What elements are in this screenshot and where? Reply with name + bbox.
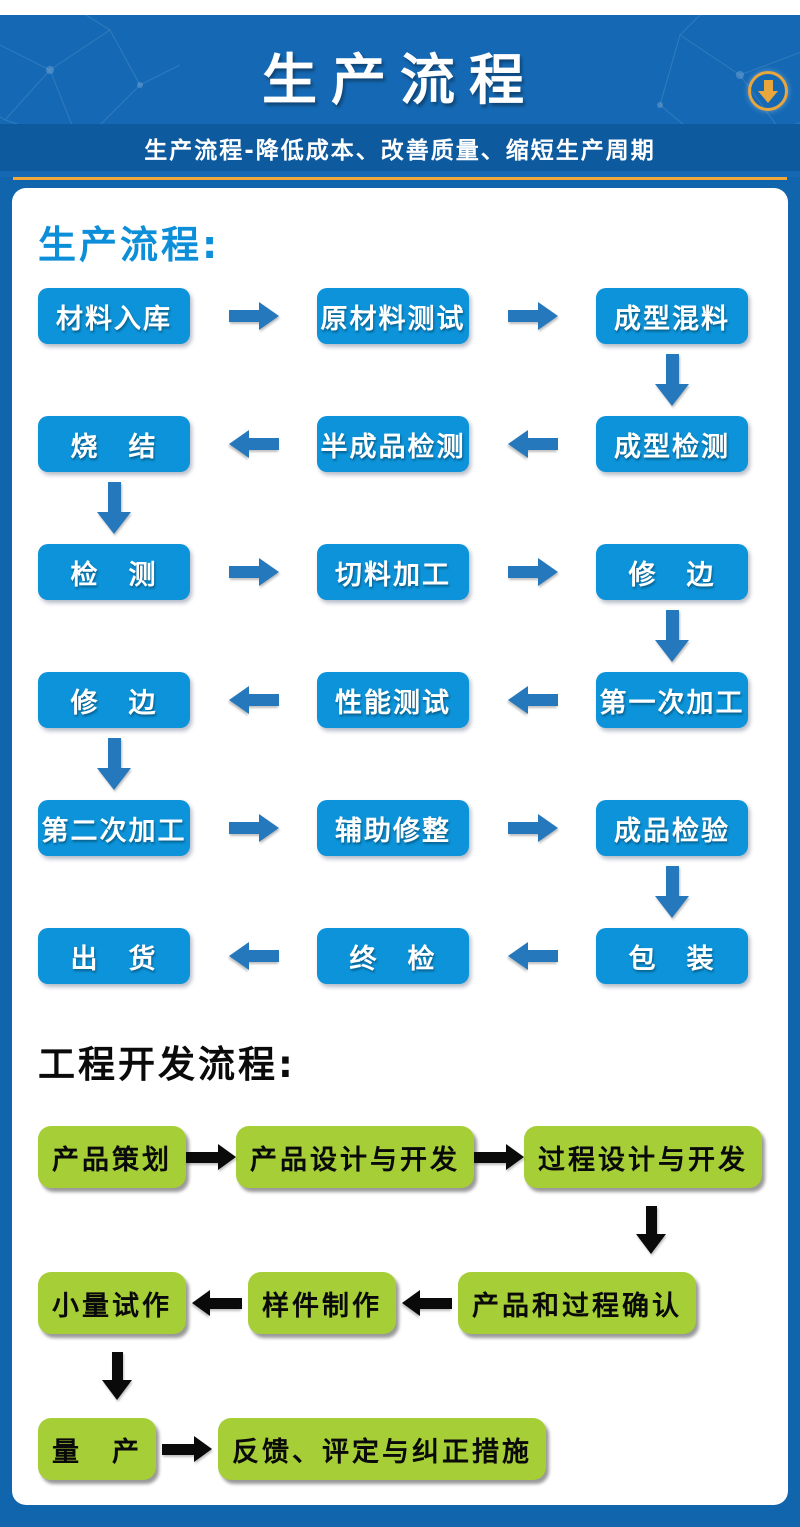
- arrow-cell: [186, 1290, 248, 1316]
- arrow-right-icon: [507, 814, 558, 842]
- arrow-cell: [156, 1436, 218, 1462]
- flow-step-box: 产品策划: [38, 1126, 186, 1188]
- flow-step-box: 第一次加工: [596, 672, 748, 728]
- flow-step-box: 终 检: [317, 928, 469, 984]
- arrow-down-icon: [636, 1206, 666, 1254]
- flow-connector: [38, 1188, 762, 1272]
- arrow-down-icon: [97, 472, 131, 544]
- arrow-down-icon: [97, 728, 131, 800]
- page-title: 生产流程: [261, 48, 538, 112]
- page-header: 生产流程 生产流程-降低成本、改善质量、缩短生产周期: [0, 15, 800, 177]
- flow-step-box: 成品检验: [596, 800, 748, 856]
- content-card: 生产流程: 材料入库原材料测试成型混料烧 结半成品检测成型检测检 测切料加工修 …: [12, 188, 788, 1505]
- flow-step-box: 包 装: [596, 928, 748, 984]
- circle-down-arrow-icon[interactable]: [748, 71, 788, 111]
- flow-step-box: 烧 结: [38, 416, 190, 472]
- arrow-right-icon: [507, 558, 558, 586]
- orange-divider: [13, 177, 787, 180]
- arrow-down-icon: [655, 344, 689, 416]
- flow-step-box: 修 边: [38, 672, 190, 728]
- flow-step-box: 材料入库: [38, 288, 190, 344]
- flow-step-box: 小量试作: [38, 1272, 186, 1334]
- flow-row: 量 产反馈、评定与纠正措施: [38, 1418, 762, 1480]
- flow-row: 小量试作样件制作产品和过程确认: [38, 1272, 762, 1334]
- arrow-left-icon: [228, 686, 279, 714]
- arrow-cell: [396, 1290, 458, 1316]
- arrow-left-icon: [228, 430, 279, 458]
- flow-step-box: 反馈、评定与纠正措施: [218, 1418, 546, 1480]
- flow-step-box: 切料加工: [317, 544, 469, 600]
- flow-step-box: 量 产: [38, 1418, 156, 1480]
- arrow-right-icon: [228, 814, 279, 842]
- flow-step-box: 修 边: [596, 544, 748, 600]
- subtitle-band: 生产流程-降低成本、改善质量、缩短生产周期: [0, 124, 800, 171]
- arrow-left-icon: [507, 942, 558, 970]
- arrow-down-icon: [102, 1352, 132, 1400]
- flow-step-box: 检 测: [38, 544, 190, 600]
- arrow-left-icon: [402, 1290, 452, 1316]
- flow-step-box: 过程设计与开发: [524, 1126, 762, 1188]
- arrow-left-icon: [192, 1290, 242, 1316]
- flow-step-box: 成型检测: [596, 416, 748, 472]
- flow-step-box: 成型混料: [596, 288, 748, 344]
- arrow-down-icon: [655, 856, 689, 928]
- engineering-flow-diagram: 产品策划产品设计与开发过程设计与开发小量试作样件制作产品和过程确认量 产反馈、评…: [38, 1126, 762, 1480]
- flow-row: 产品策划产品设计与开发过程设计与开发: [38, 1126, 762, 1188]
- arrow-right-icon: [162, 1436, 212, 1462]
- arrow-right-icon: [474, 1144, 524, 1170]
- flow-connector: [38, 1334, 762, 1418]
- flow-step-box: 半成品检测: [317, 416, 469, 472]
- flow-step-box: 性能测试: [317, 672, 469, 728]
- arrow-right-icon: [186, 1144, 236, 1170]
- flow-step-box: 出 货: [38, 928, 190, 984]
- arrow-left-icon: [507, 430, 558, 458]
- engineering-flow-heading: 工程开发流程:: [38, 1043, 296, 1086]
- arrow-down-icon: [655, 600, 689, 672]
- arrow-cell: [186, 1144, 236, 1170]
- arrow-left-icon: [507, 686, 558, 714]
- flow-step-box: 产品设计与开发: [236, 1126, 474, 1188]
- top-white-strip: [0, 0, 800, 15]
- production-flow-heading: 生产流程:: [38, 223, 221, 267]
- flow-step-box: 原材料测试: [317, 288, 469, 344]
- flow-step-box: 第二次加工: [38, 800, 190, 856]
- arrow-right-icon: [228, 302, 279, 330]
- arrow-cell: [474, 1144, 524, 1170]
- flow-step-box: 辅助修整: [317, 800, 469, 856]
- flow-step-box: 样件制作: [248, 1272, 396, 1334]
- arrow-right-icon: [228, 558, 279, 586]
- page-subtitle: 生产流程-降低成本、改善质量、缩短生产周期: [144, 137, 656, 164]
- arrow-right-icon: [507, 302, 558, 330]
- arrow-left-icon: [228, 942, 279, 970]
- production-flow-diagram: 材料入库原材料测试成型混料烧 结半成品检测成型检测检 测切料加工修 边修 边性能…: [38, 288, 762, 984]
- flow-step-box: 产品和过程确认: [458, 1272, 696, 1334]
